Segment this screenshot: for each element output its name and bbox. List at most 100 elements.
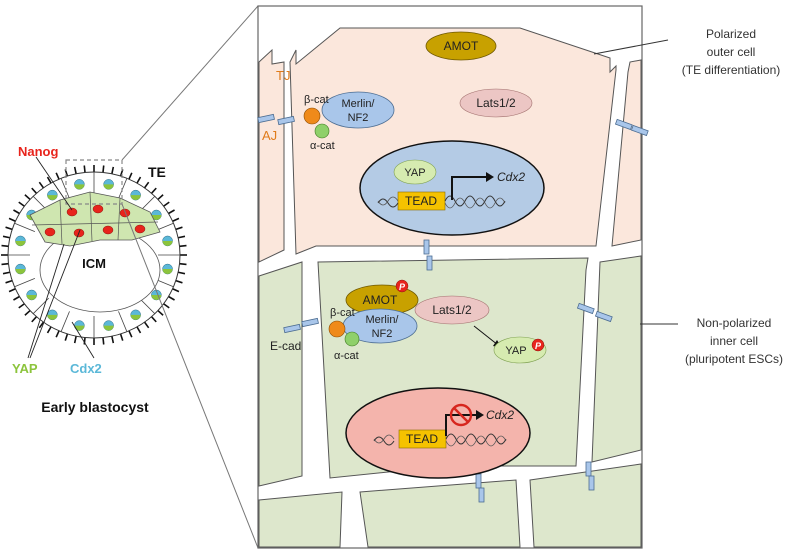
alpha-catenin bbox=[314, 123, 330, 139]
junction-marker bbox=[423, 239, 430, 255]
zona-spike bbox=[143, 181, 150, 189]
zona-spike bbox=[175, 226, 183, 231]
te-nucleus bbox=[162, 235, 173, 247]
zona-spike bbox=[172, 217, 180, 222]
zona-spike bbox=[163, 303, 170, 309]
te-nucleus bbox=[15, 235, 26, 247]
outer-cdx2-label: Cdx2 bbox=[497, 170, 525, 184]
aj-label: AJ bbox=[262, 128, 277, 143]
junction-marker bbox=[594, 310, 613, 323]
zona-spike bbox=[177, 235, 186, 239]
zona-spike bbox=[111, 166, 115, 174]
no-transcription-slash bbox=[453, 407, 469, 423]
zona-spike bbox=[172, 288, 180, 293]
inner-dna-helix-2 bbox=[373, 434, 507, 447]
junction-marker bbox=[475, 473, 482, 489]
inner-nf2-label: NF2 bbox=[372, 328, 393, 340]
inner-cdx2-label: Cdx2 bbox=[486, 408, 514, 422]
outer-cell-side-line-2: outer cell bbox=[707, 45, 756, 59]
zona-spike bbox=[1, 244, 9, 248]
cdx2-label: Cdx2 bbox=[70, 361, 102, 376]
zona-spike bbox=[1, 262, 9, 266]
inner-beta-catenin bbox=[328, 320, 346, 338]
zona-spike bbox=[8, 217, 16, 222]
icm-border bbox=[117, 197, 121, 241]
nanog-nucleus bbox=[134, 224, 146, 234]
cdx2-pointer bbox=[71, 321, 95, 359]
zoom-line-bottom bbox=[121, 203, 259, 549]
zona-spike bbox=[83, 337, 86, 345]
inner-cell-bottom-mid bbox=[359, 479, 521, 548]
zona-spike bbox=[55, 330, 60, 338]
zona-spike bbox=[111, 336, 115, 344]
zoom-line-top bbox=[121, 5, 259, 161]
alpha-cat-label: α-cat bbox=[310, 140, 335, 152]
outer-yap-label: YAP bbox=[404, 167, 425, 179]
junction-marker bbox=[576, 302, 595, 315]
icm-border bbox=[31, 221, 159, 226]
zona-spike bbox=[179, 262, 187, 266]
inner-cell-side-line-3: (pluripotent ESCs) bbox=[685, 352, 783, 366]
outer-cell-left bbox=[258, 48, 285, 263]
zoom-lines bbox=[121, 5, 259, 549]
inner-cell-right bbox=[591, 255, 642, 463]
te-cell-border bbox=[60, 311, 70, 332]
zona-spike bbox=[119, 333, 124, 341]
inner-cell-left bbox=[258, 261, 303, 487]
merlin-nf2-protein bbox=[321, 91, 395, 129]
inner-alpha-catenin bbox=[344, 331, 360, 347]
blastocyst-caption: Early blastocyst bbox=[41, 399, 149, 415]
zoom-box bbox=[65, 159, 123, 205]
zona-spike bbox=[150, 316, 157, 323]
icm-border bbox=[59, 199, 63, 245]
zona-spike bbox=[143, 321, 150, 329]
zona-spike bbox=[177, 271, 186, 275]
outer-dna-helix-2 bbox=[377, 196, 506, 209]
te-cell-border bbox=[14, 222, 36, 233]
zona-spike bbox=[31, 187, 38, 194]
nf2-label: NF2 bbox=[348, 112, 369, 124]
outer-cell-contents: AMOT TJ AJ Merlin/ NF2 β-cat α-cat Lats1… bbox=[262, 31, 545, 236]
zona-spike bbox=[13, 295, 20, 301]
zona-spike bbox=[24, 194, 31, 201]
te-nucleus bbox=[103, 179, 114, 190]
lats-label: Lats1/2 bbox=[476, 96, 516, 110]
te-cell-border bbox=[118, 311, 128, 332]
yap-phospho-label: P bbox=[535, 341, 542, 351]
inner-lats-protein bbox=[414, 295, 490, 325]
yap-label: YAP bbox=[12, 361, 38, 376]
label-pointers bbox=[27, 156, 95, 359]
te-nucleus bbox=[103, 320, 114, 331]
te-nucleus bbox=[130, 189, 141, 201]
outer-tead-label: TEAD bbox=[405, 194, 437, 208]
outer-yap-protein bbox=[393, 159, 437, 185]
inner-merlin-label: Merlin/ bbox=[365, 314, 399, 326]
outer-dna-helix bbox=[377, 195, 506, 208]
zona-spike bbox=[13, 209, 20, 215]
inner-lats-label: Lats1/2 bbox=[432, 303, 472, 317]
outer-transcription-arrow bbox=[451, 176, 486, 200]
zona-spike bbox=[136, 176, 142, 184]
inner-cell-bottom-right bbox=[529, 463, 642, 548]
nanog-nucleus bbox=[102, 225, 114, 235]
junction-markers bbox=[257, 113, 649, 503]
nanog-nucleus bbox=[92, 204, 104, 214]
outer-cell-side-line-3: (TE differentiation) bbox=[682, 63, 781, 77]
zona-spike bbox=[168, 209, 175, 215]
zona-spike bbox=[8, 288, 16, 293]
zona-spike bbox=[73, 166, 77, 174]
zona-spike bbox=[83, 165, 86, 173]
inner-arrowhead bbox=[476, 410, 484, 420]
tj-label: TJ bbox=[276, 68, 290, 83]
inner-cell-side-line-1: Non-polarized bbox=[697, 316, 772, 330]
amot-phospho-label: P bbox=[399, 282, 406, 292]
junction-marker bbox=[426, 255, 433, 271]
junction-marker bbox=[277, 115, 295, 126]
zona-spike bbox=[18, 201, 25, 207]
amot-label: AMOT bbox=[444, 39, 479, 53]
zona-spike bbox=[128, 172, 133, 180]
te-cell-border bbox=[60, 178, 70, 199]
merlin-label: Merlin/ bbox=[341, 98, 375, 110]
